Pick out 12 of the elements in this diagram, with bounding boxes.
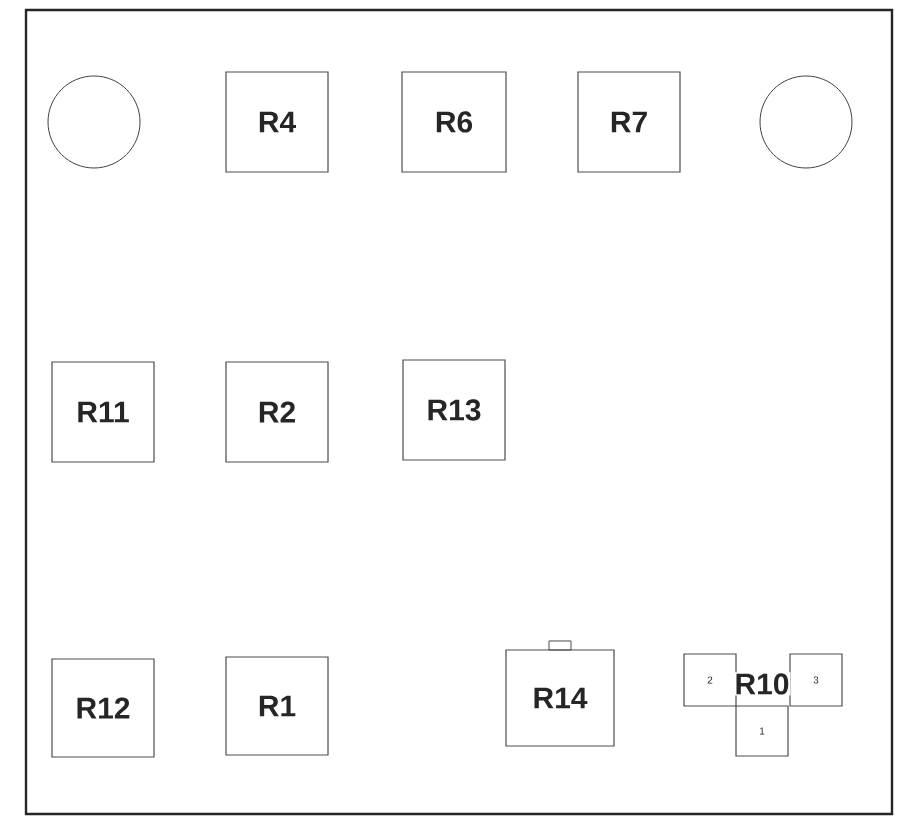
relay-box: R12	[51, 658, 155, 758]
relay-box: R13	[402, 359, 506, 461]
relay-box: R11	[51, 361, 155, 463]
relay-box: R6	[401, 71, 507, 173]
relay-box: R7	[577, 71, 681, 173]
relay-box: R2	[225, 361, 329, 463]
relay-box: R14	[505, 640, 615, 747]
relay-box: R4	[225, 71, 329, 173]
relay-box: R1	[225, 656, 329, 756]
mounting-hole	[47, 75, 141, 169]
mounting-hole	[759, 75, 853, 169]
relay-label: R10	[733, 672, 791, 696]
